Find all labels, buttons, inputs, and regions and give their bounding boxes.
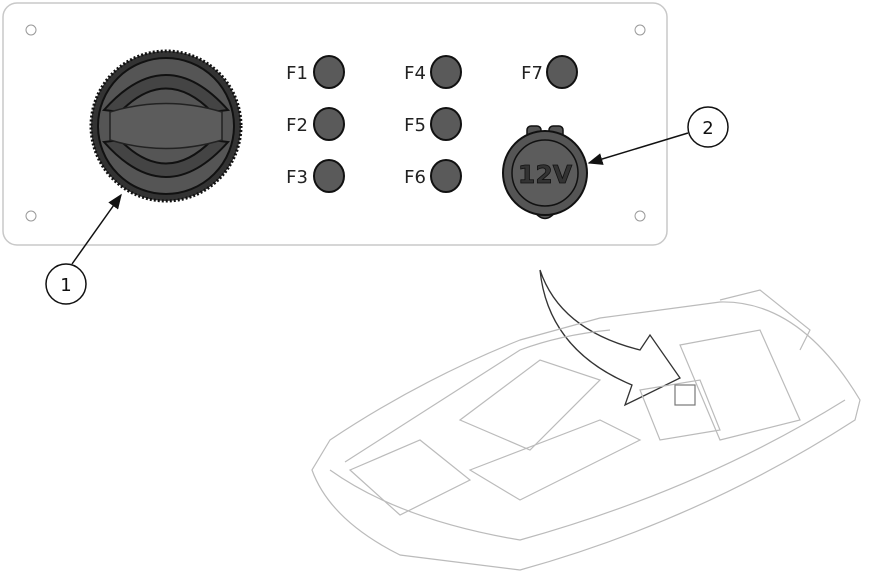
callout-2-number: 2: [702, 118, 713, 139]
fuse-label: F7: [521, 63, 543, 84]
fuse-f2[interactable]: F2: [286, 107, 345, 141]
fuse-f7[interactable]: F7: [521, 55, 578, 89]
callout-1-number: 1: [60, 275, 71, 296]
fuse-cap[interactable]: [430, 159, 462, 193]
location-arrow: [539, 269, 681, 407]
callout-1-leader: [71, 193, 122, 265]
fuse-cap[interactable]: [313, 107, 345, 141]
callout-2-leader: [587, 132, 689, 165]
fuse-label: F5: [404, 115, 426, 136]
fuse-label: F1: [286, 63, 308, 84]
fuse-cap[interactable]: [313, 55, 345, 89]
boat-illustration: [311, 289, 861, 571]
callout-1-circle: [45, 263, 87, 305]
mounting-holes: [25, 24, 646, 222]
fuse-cap[interactable]: [546, 55, 578, 89]
fuse-f5[interactable]: F5: [404, 107, 462, 141]
12v-socket[interactable]: 12V: [502, 125, 588, 220]
battery-switch-knob[interactable]: [89, 49, 243, 203]
fuse-f4[interactable]: F4: [404, 55, 462, 89]
fuse-label: F4: [404, 63, 426, 84]
fuse-f1[interactable]: F1: [286, 55, 345, 89]
fuse-label: F2: [286, 115, 308, 136]
fuse-cap[interactable]: [313, 159, 345, 193]
fuse-cap[interactable]: [430, 107, 462, 141]
fuse-f3[interactable]: F3: [286, 159, 345, 193]
fuse-cap[interactable]: [430, 55, 462, 89]
callout-2-circle: [687, 106, 729, 148]
fuse-label: F6: [404, 167, 426, 188]
fuse-label: F3: [286, 167, 308, 188]
fuse-f6[interactable]: F6: [404, 159, 462, 193]
socket-label: 12V: [518, 160, 573, 189]
